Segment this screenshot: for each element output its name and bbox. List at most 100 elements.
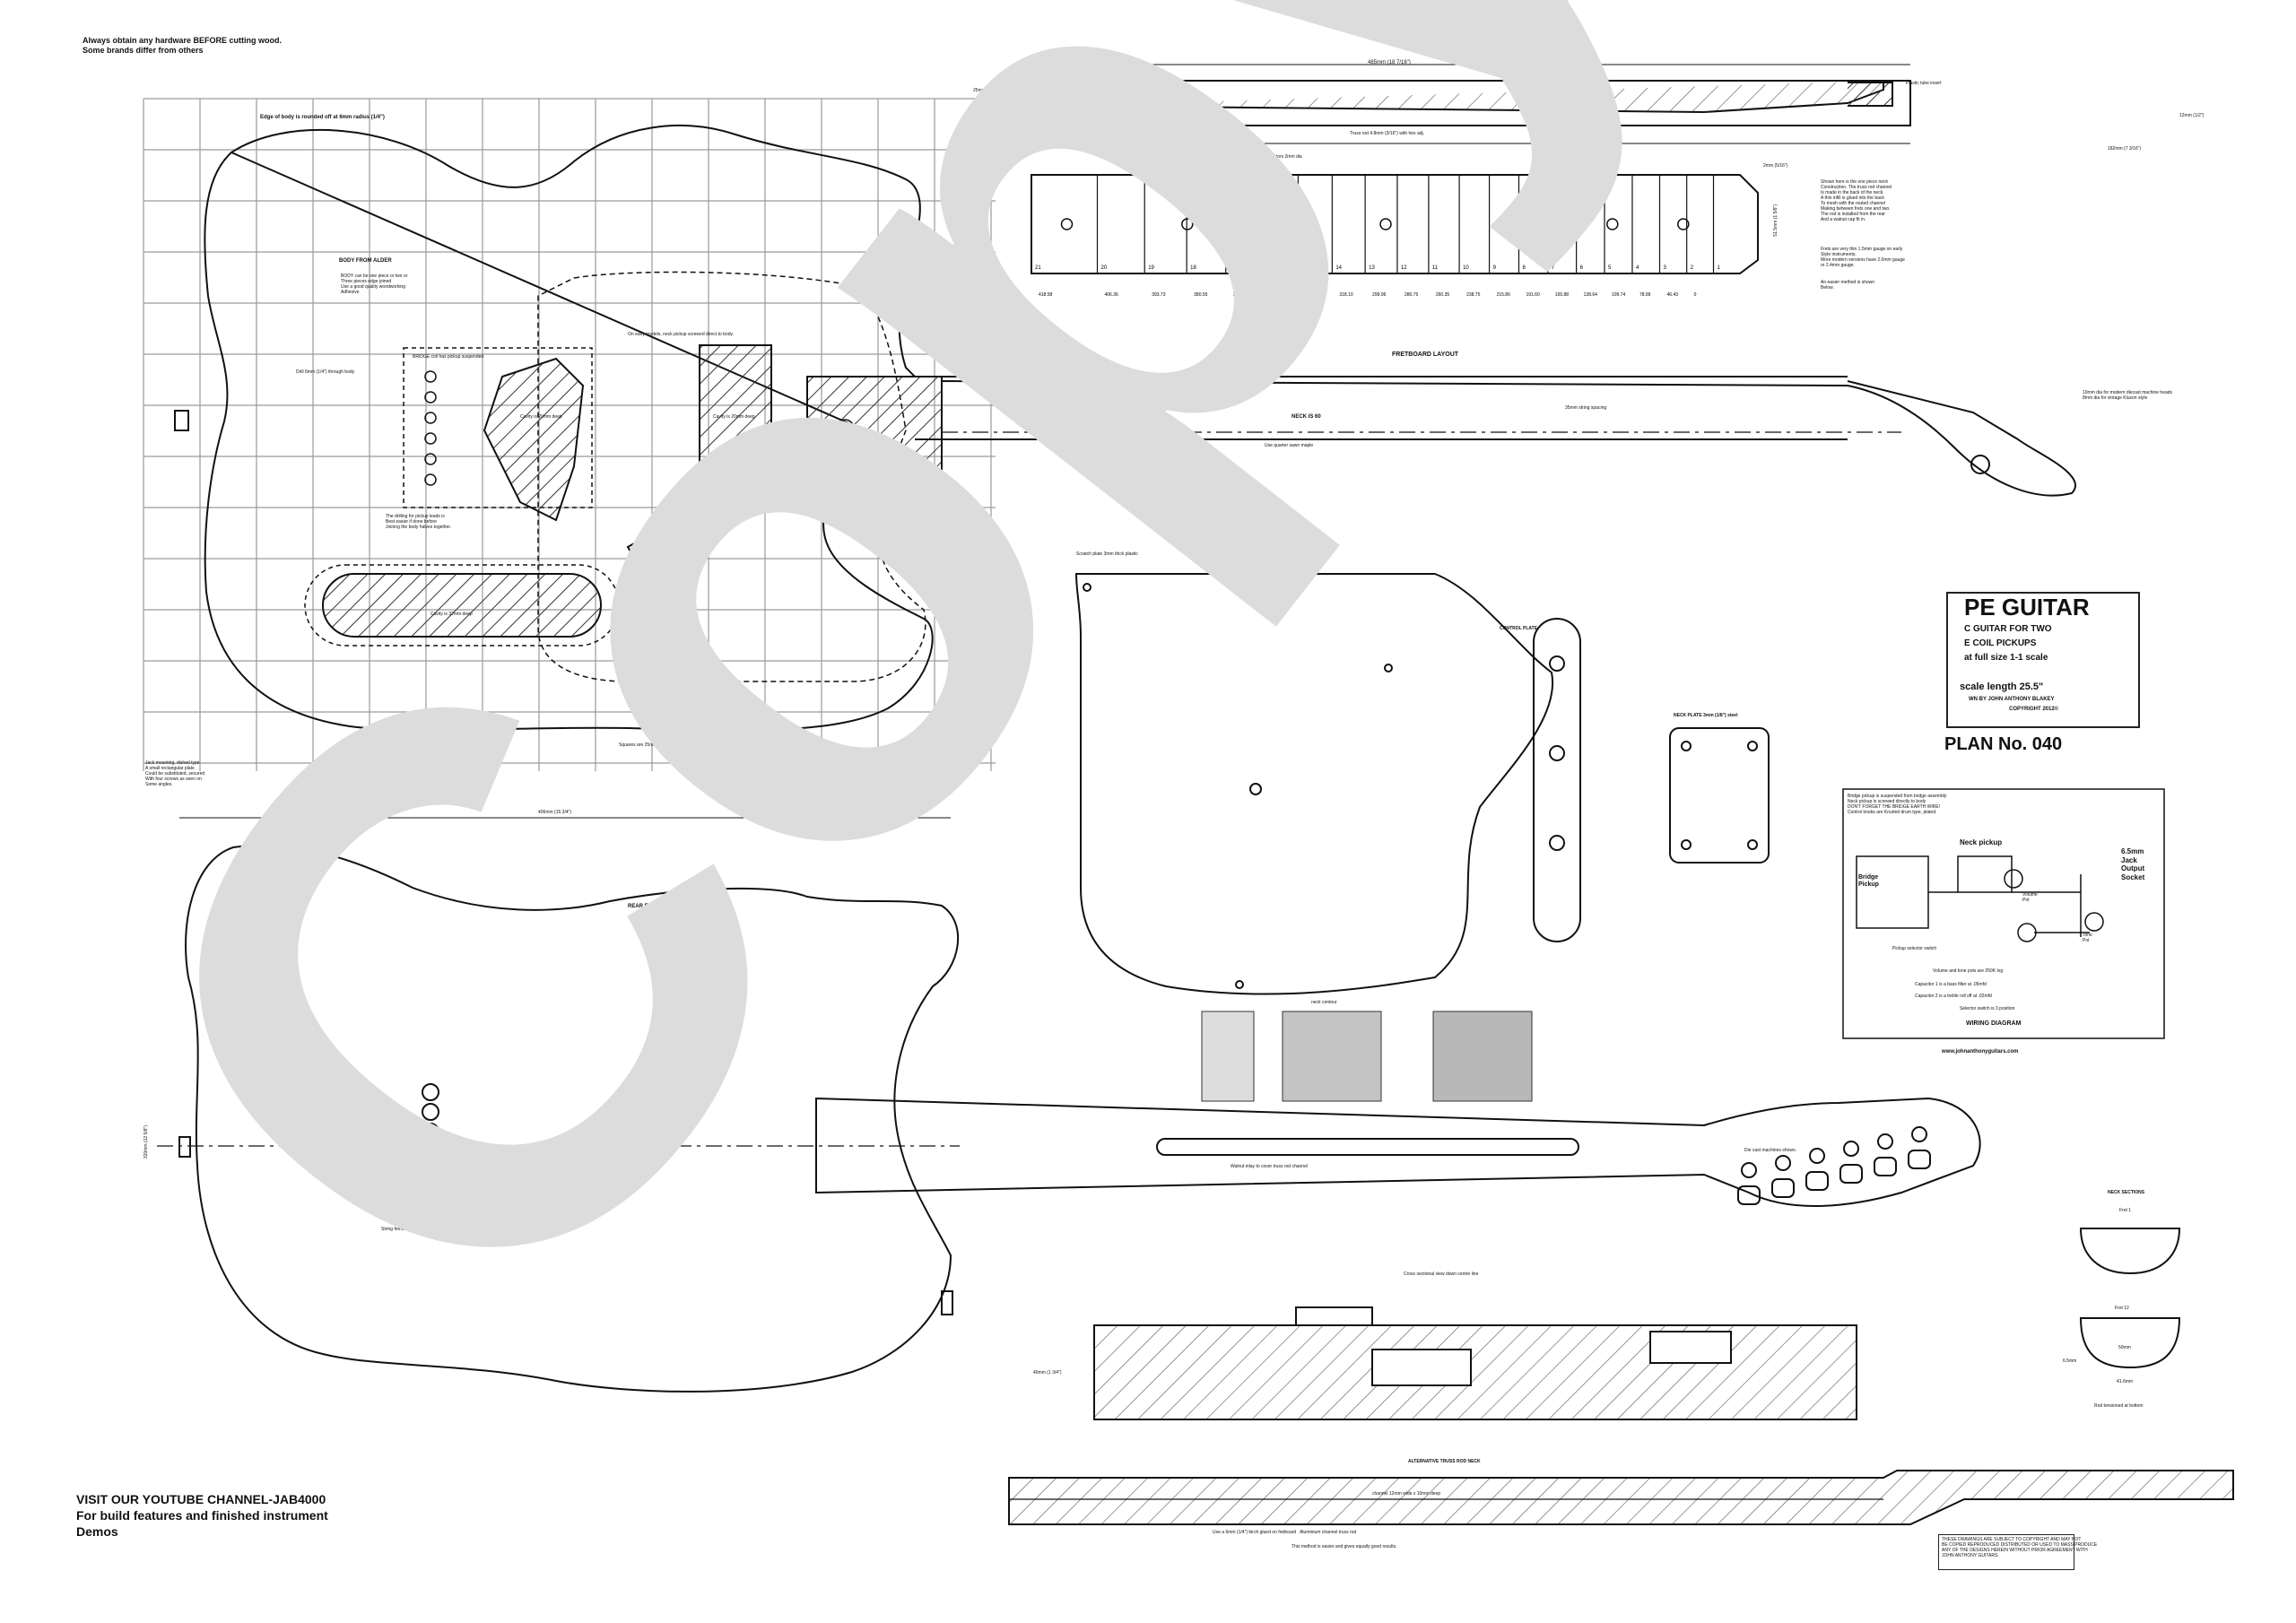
fret-position: 418.58 (1039, 292, 1053, 298)
fret-position: 366.94 (1233, 292, 1248, 298)
photo-neck-contour (1282, 1011, 1382, 1102)
tuner-post (1809, 1148, 1825, 1164)
fret-number: 17 (1230, 265, 1236, 271)
selector-label: Pickup selector switch (1892, 946, 1937, 951)
section-height-dim: 40mm (1 3/4") (1033, 1370, 1062, 1376)
rear-elevation-label: REAR ELEVATION (628, 904, 675, 909)
fret-number: 9 (1493, 265, 1497, 271)
bridge-screw-holes (424, 370, 855, 486)
alt-method-note-2: This method is easier and gives equally … (1292, 1544, 1397, 1549)
drawn-by: WN BY JOHN ANTHONY BLAKEY (1969, 697, 2055, 702)
channel-label: channel 12mm wide x 10mm deep (1372, 1491, 1441, 1497)
tuner-post (1911, 1126, 1927, 1142)
tuner-button (1839, 1164, 1863, 1184)
neck-pickup-label: Neck pickup (1960, 838, 2003, 846)
drilling-note: The drilling for pickup leads is Best ea… (386, 514, 452, 530)
headstock-length-dim: 182mm (7 3/16") (2108, 146, 2142, 152)
neck-is-label: NECK IS 60 (1292, 414, 1321, 420)
fret-dot (1677, 218, 1690, 230)
neck-front (941, 380, 2076, 497)
fret-number: 15 (1301, 265, 1308, 271)
rear-width-dim: 406mm (15 3/4") (538, 810, 572, 815)
bridge-pickup-cavity (483, 357, 585, 522)
ferrule-drill-note: Drill 8mm (5/8") dia x 3mm (1/8") deep (439, 1237, 516, 1243)
fret-position: 406.36 (1105, 292, 1119, 298)
alt-method-note: Use a 6mm (1/4") birch glued on fretboar… (1213, 1530, 1357, 1535)
fret-position: 109.74 (1612, 292, 1626, 298)
control-cavity (322, 573, 602, 638)
tuner-post (1775, 1155, 1791, 1171)
fret-number: 1 (1718, 265, 1721, 271)
truss-rod-label: Truss rod 4.8mm (3/16") with hex adj. (1350, 131, 1425, 136)
rear-height-dim: 320mm (12 5/8") (144, 1125, 149, 1159)
bridge-pickup-label: Bridge Pickup (1858, 874, 1879, 889)
fret-position: 393.73 (1152, 292, 1166, 298)
fret-12-label: Fret 12 (2115, 1306, 2129, 1311)
plan-line-2: E COIL PICKUPS (1964, 638, 2037, 648)
plastic-tube-label: Plastic tube insert (1906, 81, 1942, 86)
cavity-label-neck: Cavity is 20mm deep (713, 414, 755, 420)
bridge-plate-dashed (403, 347, 593, 508)
fret-number: 20 (1101, 265, 1108, 271)
tuner-post (1843, 1141, 1859, 1157)
fretboard-width-dim: 51.5mm (1 5/8") (1773, 204, 1779, 237)
string-ferrules (422, 1083, 439, 1200)
tuner-button (1874, 1157, 1897, 1176)
tone-pot-label: Tone Pot (2083, 933, 2092, 943)
jack-socket-label: 6.5mm Jack Output Socket (2121, 847, 2145, 881)
fret-position: 138.64 (1584, 292, 1598, 298)
fret-position: 380.55 (1194, 292, 1208, 298)
photo-bridge (1201, 1011, 1255, 1102)
fret-position: 0 (1694, 292, 1697, 298)
selector-note: Selector switch is 3 position (1960, 1006, 2015, 1011)
pots-note: Volume and tone pots are 250K log (1933, 968, 2004, 974)
cavity-label-bridge: Cavity is 20mm deep (520, 414, 562, 420)
cap1-note: Capacitor 1 is a bass filter at .05mfd (1915, 982, 1987, 987)
fret-number: 2 (1691, 265, 1694, 271)
fret-number: 11 (1432, 265, 1439, 271)
neck-plate-label: NECK PLATE 3mm (1/8") steel (1674, 713, 1738, 718)
alt-truss-label: ALTERNATIVE TRUSS ROD NECK (1408, 1459, 1481, 1464)
cross-section-drawing (1093, 1306, 1857, 1420)
drill-note: Drill 6mm (1/4") through body (296, 369, 355, 375)
squares-note: Squares are 25mm x 25mm (619, 742, 674, 748)
fret-dot (1507, 218, 1519, 230)
front-elevation-label: FRONT ELEVATION (637, 671, 696, 677)
tuner-button (1771, 1178, 1795, 1198)
fret-number: 5 (1608, 265, 1612, 271)
front-elevation (204, 125, 1848, 732)
fret-number: 3 (1664, 265, 1667, 271)
fret-number: 4 (1636, 265, 1639, 271)
neck-pocket (806, 376, 943, 476)
strap-button-label: Strap button (951, 299, 976, 304)
fret-number: 16 (1266, 265, 1273, 271)
neck-length-dim: 485mm (18 7/16") (1368, 60, 1411, 65)
fret-number: 8 (1522, 265, 1526, 271)
nut-width-dim: 2mm (5/16") (1763, 163, 1788, 169)
fret-number: 19 (1148, 265, 1154, 271)
fretboard-radius-label: Fretboard Radius 7.25" or 184mm (1251, 229, 1319, 234)
fret-position: 165.88 (1555, 292, 1570, 298)
fret-number: 13 (1369, 265, 1375, 271)
fret-position: 260.35 (1436, 292, 1450, 298)
wire-channel-front (626, 464, 787, 571)
neck-pocket-label: Neck pocket (861, 448, 886, 454)
easier-method-note: An easier method is shown Below. (1821, 280, 1875, 291)
photo-thumbnails (1201, 1011, 1533, 1102)
copyright-notice-box (1938, 1534, 2074, 1570)
hardware-note: Always obtain any hardware BEFORE cuttin… (83, 36, 283, 55)
plan-line-3: at full size 1-1 scale (1964, 653, 2048, 663)
headstock-thickness-dim: 12mm (1/2") (2179, 113, 2205, 118)
fret-dot (1060, 218, 1074, 230)
scale-length: scale length 25.5" (1960, 681, 2044, 692)
fret-position: 46.43 (1667, 292, 1679, 298)
title-block (1946, 592, 2140, 728)
string-spacing-label: 35mm string spacing (1565, 405, 1607, 411)
fret-position: 299.96 (1372, 292, 1387, 298)
rear-elevation (157, 817, 960, 1393)
wiring-diagram-drawing (1842, 788, 2165, 1039)
bridge-note: BRIDGE coil has pickup suspended (413, 354, 484, 360)
fret-position: 351.47 (1270, 292, 1284, 298)
neck-rear (815, 1097, 1981, 1207)
neck-sections-label: NECK SECTIONS (2108, 1190, 2145, 1195)
